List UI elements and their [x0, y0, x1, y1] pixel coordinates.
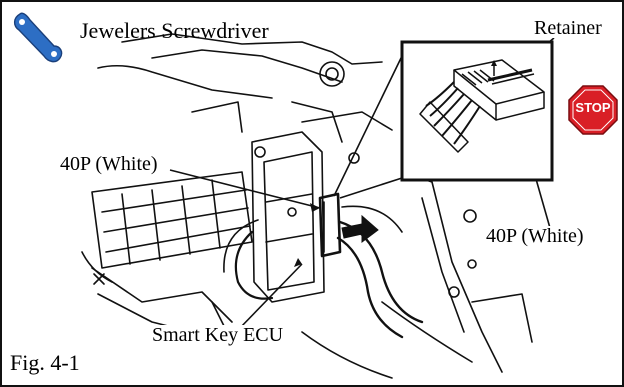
leader-left-connector — [169, 169, 321, 209]
figure-label: Fig. 4-1 — [6, 352, 84, 374]
stop-sign-text: STOP — [575, 100, 611, 115]
tool-name-label: Jewelers Screwdriver — [80, 18, 269, 43]
smart-key-ecu-callout: Smart Key ECU — [150, 324, 286, 346]
stop-sign-octagon — [568, 85, 618, 135]
connector-left-callout: 40P (White) — [58, 153, 160, 175]
connector-detail-inset — [400, 40, 554, 182]
connector-right-callout: 40P (White) — [484, 225, 586, 247]
retainer-callout: Retainer — [532, 17, 604, 39]
wrench-icon — [13, 12, 63, 63]
leader-ecu — [237, 263, 303, 331]
disconnect-arrow — [341, 214, 379, 243]
